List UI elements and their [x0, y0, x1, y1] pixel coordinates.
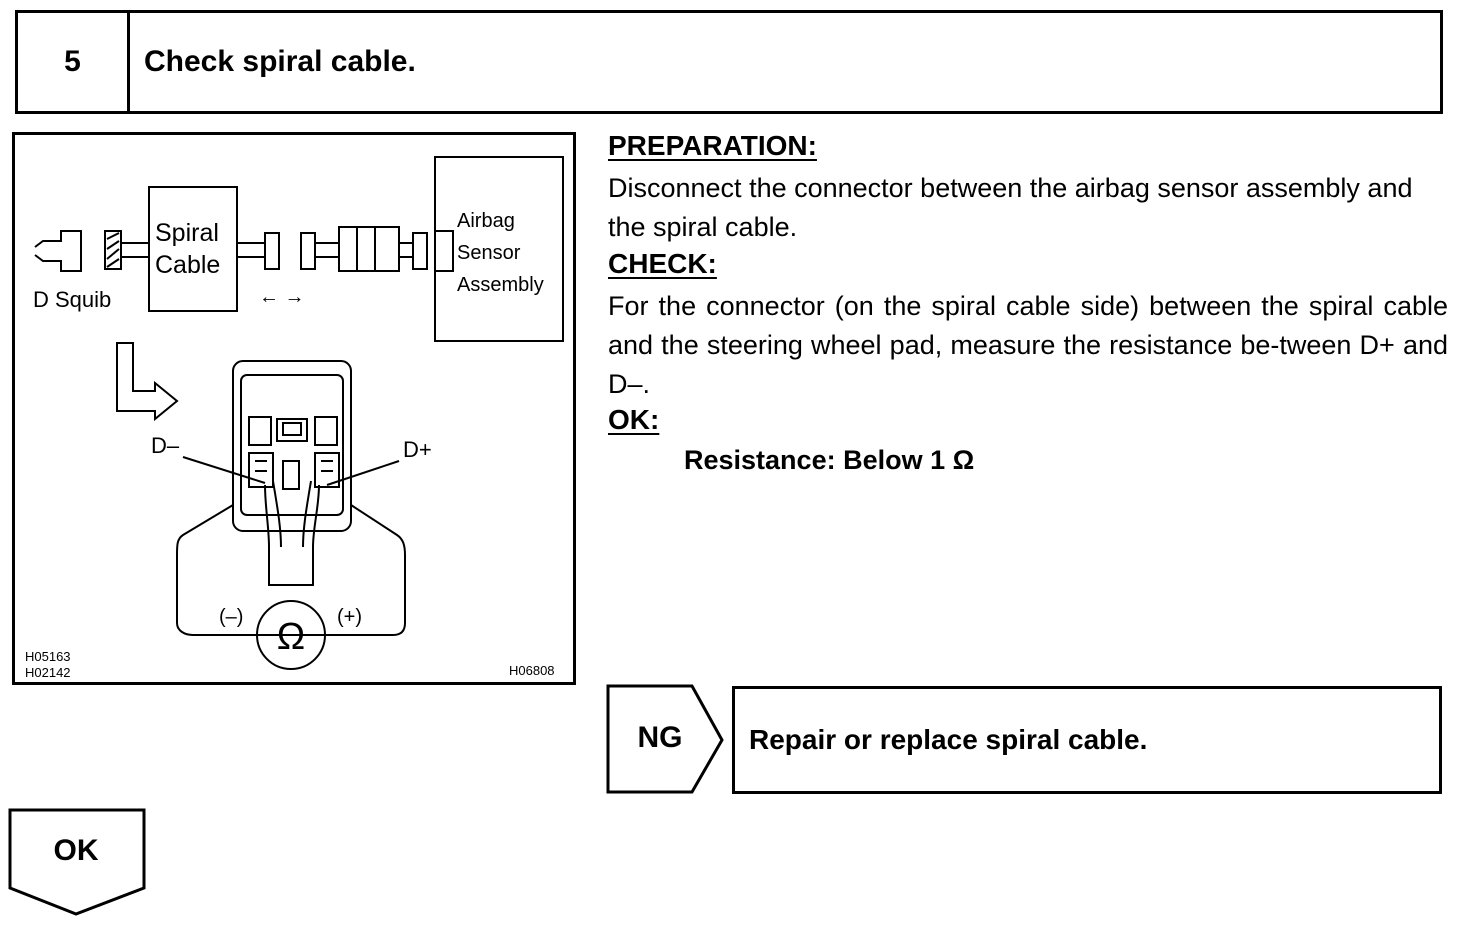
d-plus-label: D+	[403, 437, 432, 462]
ok-heading: OK:	[608, 404, 660, 435]
figure-code-1: H05163	[25, 649, 71, 664]
diagram-drawing: Spiral Cable D Squib ← → Airbag Sensor A…	[25, 156, 564, 680]
connector-face	[232, 360, 352, 532]
ng-label: NG	[637, 721, 683, 754]
meter-plus-label: (+)	[337, 606, 362, 628]
meter-minus-label: (–)	[219, 606, 243, 628]
preparation-text: Disconnect the connector between the air…	[608, 173, 1413, 242]
d-minus-label: D–	[151, 433, 180, 458]
step-number: 5	[18, 13, 130, 111]
airbag-label-1: Airbag	[457, 210, 515, 232]
figure-code-3: H06808	[509, 663, 555, 678]
check-heading: CHECK:	[608, 248, 717, 279]
spiral-label-1: Spiral	[155, 219, 219, 247]
ng-action: Repair or replace spiral cable.	[732, 686, 1442, 794]
step-header: 5 Check spiral cable.	[15, 10, 1443, 114]
figure-code-2: H02142	[25, 665, 71, 680]
ohmmeter-body	[176, 504, 406, 636]
airbag-label-3: Assembly	[457, 274, 544, 296]
airbag-label-2: Sensor	[457, 242, 521, 264]
spiral-cable-box	[148, 186, 238, 312]
check-text: For the connector (on the spiral cable s…	[608, 291, 1448, 399]
ng-arrow-icon	[606, 684, 724, 794]
direction-arrows-label: ← →	[259, 286, 305, 308]
spiral-label-2: Cable	[155, 251, 220, 279]
ok-arrow-icon	[8, 808, 146, 916]
step-title: Check spiral cable.	[144, 45, 416, 78]
spiral-cable-diagram: Spiral Cable D Squib ← → Airbag Sensor A…	[12, 132, 576, 685]
d-squib-label: D Squib	[33, 287, 111, 312]
d-squib-connector-icon	[34, 230, 82, 272]
ohm-symbol: Ω	[277, 616, 305, 658]
hatched-connector-icon	[104, 230, 122, 270]
ok-label: OK	[53, 834, 99, 867]
preparation-heading: PREPARATION:	[608, 130, 817, 161]
direction-arrow-icon	[116, 342, 179, 422]
ohmmeter-icon	[256, 600, 326, 670]
ok-result: Resistance: Below 1 Ω	[684, 445, 975, 475]
